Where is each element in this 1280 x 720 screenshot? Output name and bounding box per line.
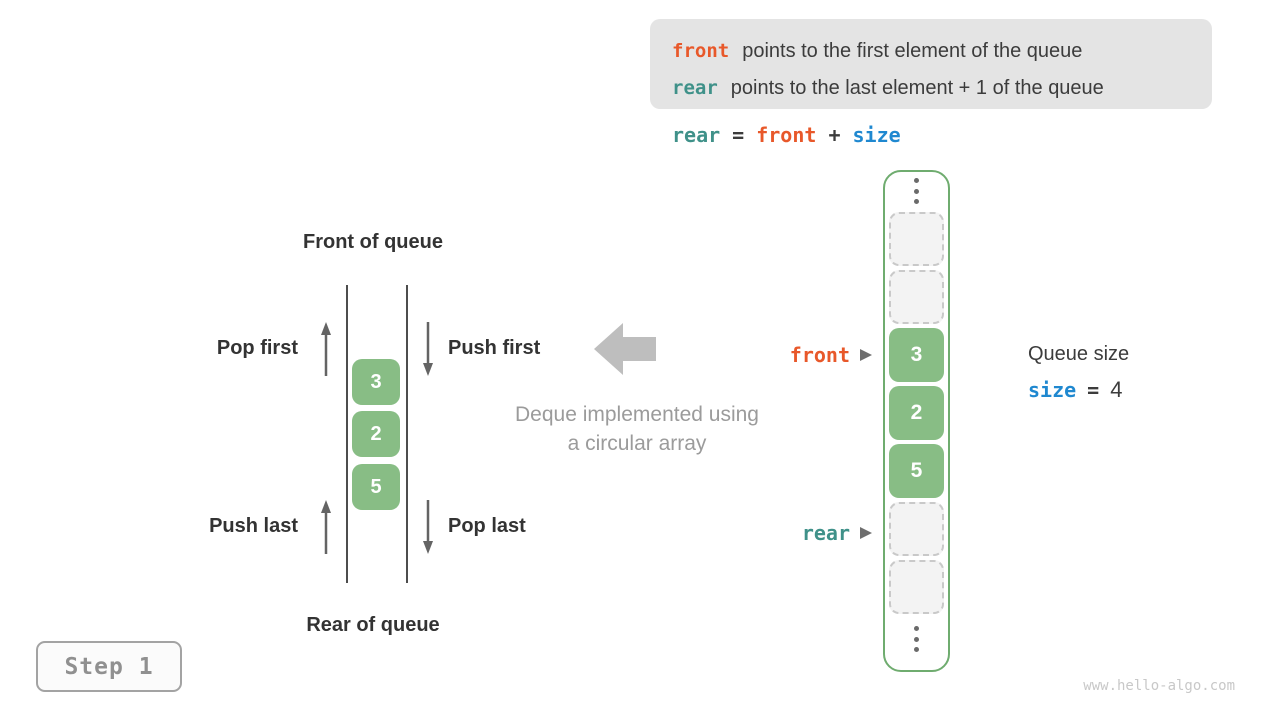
front-pointer: front: [790, 341, 872, 369]
step-label: Step 1: [64, 653, 154, 680]
rear-formula: rear = front + size: [672, 123, 913, 147]
queue-channel-left-line: [346, 285, 348, 583]
formula-equals: =: [732, 123, 745, 147]
array-cell-empty: [889, 502, 944, 556]
rear-keyword: rear: [672, 77, 718, 99]
size-value: 4: [1110, 377, 1123, 402]
watermark: www.hello-algo.com: [1083, 678, 1235, 694]
front-of-queue-label: Front of queue: [303, 231, 443, 253]
array-cell-value: 3: [889, 328, 944, 382]
queue-size-value-line: size = 4: [1028, 377, 1133, 403]
array-cell-empty: [889, 212, 944, 266]
rear-of-queue-label: Rear of queue: [306, 614, 440, 636]
pop-first-label: Pop first: [216, 337, 298, 359]
queue-cell: 2: [352, 411, 400, 457]
circular-array: 3 2 5: [883, 170, 950, 672]
array-cell-number: 2: [910, 401, 923, 424]
queue-cell-value: 5: [370, 475, 382, 498]
queue-size-block: Queue size size = 4: [1028, 343, 1133, 403]
pointer-arrow-icon: [860, 349, 872, 361]
step-badge: Step 1: [36, 641, 182, 692]
rear-definition-text: points to the last element + 1 of the qu…: [730, 77, 1104, 99]
array-cell-number: 3: [910, 343, 923, 366]
formula-plus: +: [828, 123, 841, 147]
push-last-label: Push last: [209, 515, 298, 537]
pointer-arrow-icon: [860, 527, 872, 539]
queue-channel-right-line: [406, 285, 408, 583]
array-cell-value: 2: [889, 386, 944, 440]
front-keyword: front: [672, 40, 730, 62]
queue-cell: 3: [352, 359, 400, 405]
down-arrow-icon: [420, 498, 436, 561]
queue-cell-value: 3: [370, 370, 382, 393]
array-cell-empty: [889, 270, 944, 324]
up-arrow-icon: [318, 498, 334, 561]
queue-cell: 5: [352, 464, 400, 510]
rear-definition: rear points to the last element + 1 of th…: [672, 72, 1192, 105]
front-pointer-label: front: [789, 343, 850, 367]
caption-line-2: a circular array: [567, 432, 707, 455]
formula-rear: rear: [672, 123, 721, 147]
pop-last-label: Pop last: [448, 515, 526, 537]
vertical-ellipsis-icon: [914, 626, 919, 652]
array-cell-number: 5: [910, 459, 923, 482]
caption-line-1: Deque implemented using: [515, 403, 759, 426]
array-cell-value: 5: [889, 444, 944, 498]
rear-pointer: rear: [802, 519, 872, 547]
left-block-arrow-icon: [594, 323, 656, 381]
size-keyword: size: [1028, 378, 1077, 402]
queue-cell-value: 2: [370, 422, 382, 445]
pointer-definition-box: front points to the first element of the …: [650, 19, 1212, 109]
front-definition: front points to the first element of the …: [672, 35, 1192, 68]
formula-size: size: [852, 123, 901, 147]
queue-size-label: Queue size: [1028, 343, 1130, 365]
up-arrow-icon: [318, 320, 334, 383]
front-definition-text: points to the first element of the queue: [742, 40, 1083, 62]
size-equals: =: [1087, 378, 1100, 402]
rear-pointer-label: rear: [801, 521, 850, 545]
formula-front: front: [756, 123, 817, 147]
diagram-caption: Deque implemented using a circular array: [492, 400, 782, 458]
push-first-label: Push first: [448, 337, 541, 359]
array-cell-empty: [889, 560, 944, 614]
vertical-ellipsis-icon: [914, 178, 919, 204]
down-arrow-icon: [420, 320, 436, 383]
